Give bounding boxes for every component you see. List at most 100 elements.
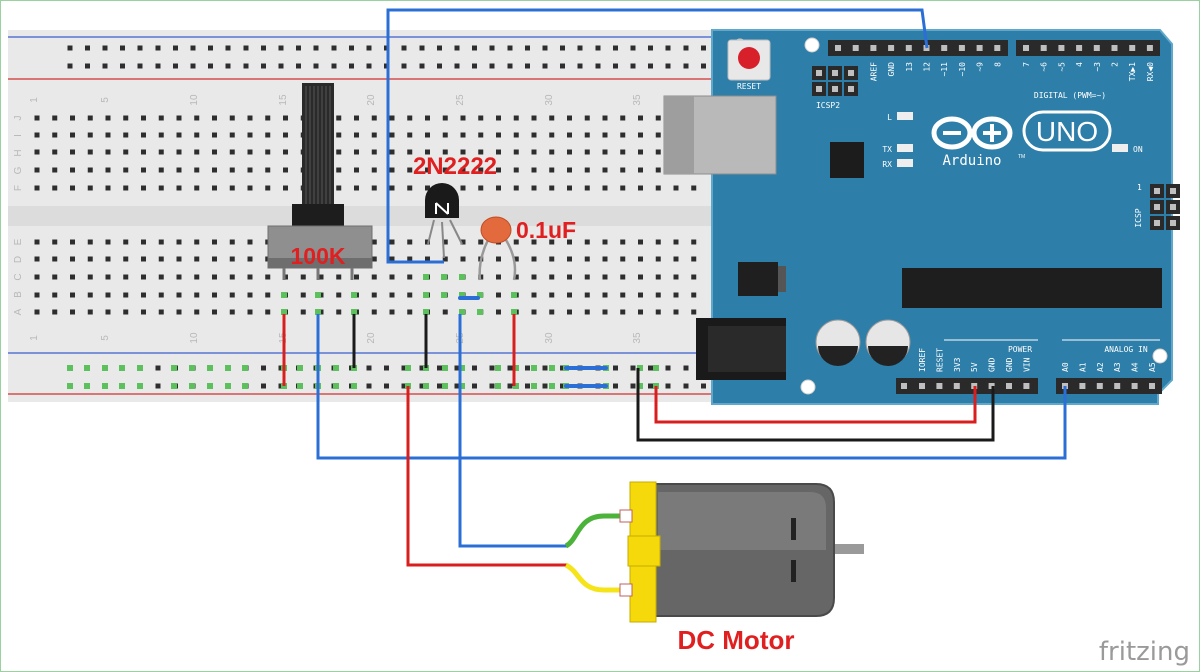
digital-pin	[1058, 45, 1065, 51]
breadboard-hole	[442, 115, 448, 121]
breadboard-hole	[371, 309, 377, 315]
breadboard-hole	[70, 239, 75, 245]
digital-pin	[1129, 45, 1136, 51]
rail-hole	[560, 45, 565, 51]
npn-icon	[435, 202, 449, 215]
breadboard-hole	[549, 149, 555, 155]
breadboard-hole	[425, 149, 430, 155]
connected-rail-hole	[225, 365, 231, 371]
breadboard-hole	[407, 149, 413, 155]
breadboard-hole	[620, 185, 626, 191]
digital-pin	[835, 45, 841, 51]
electrolytic-capacitor	[815, 319, 861, 366]
breadboard-hole	[584, 132, 590, 138]
rail-hole	[419, 45, 425, 51]
breadboard-hole	[567, 309, 572, 315]
rail-hole	[85, 63, 90, 69]
breadboard-hole	[496, 274, 501, 280]
column-number: 1	[29, 335, 40, 341]
rail-hole	[384, 365, 389, 371]
breadboard-hole	[34, 256, 40, 262]
breadboard-hole	[176, 239, 182, 245]
column-number: 35	[632, 332, 643, 344]
breadboard-hole	[158, 167, 164, 173]
connected-rail-hole	[495, 383, 501, 389]
breadboard-hole	[655, 167, 661, 173]
rail-hole	[366, 365, 372, 371]
connected-rail-hole	[637, 365, 643, 371]
connected-hole	[441, 274, 447, 280]
breadboard-hole	[638, 185, 643, 191]
breadboard-hole	[141, 149, 146, 155]
breadboard-hole	[496, 115, 501, 121]
breadboard-hole	[549, 309, 555, 315]
rail-hole	[454, 383, 460, 389]
column-number: 5	[100, 335, 111, 341]
wire-blue-pin12-base	[386, 8, 929, 264]
digital-pin-label: 13	[905, 62, 914, 72]
connected-rail-hole	[67, 365, 73, 371]
breadboard-hole	[52, 132, 58, 138]
breadboard-hole	[407, 309, 413, 315]
breadboard-hole	[105, 115, 111, 121]
breadboard-hole	[442, 132, 448, 138]
breadboard-hole	[567, 239, 572, 245]
rail-hole	[525, 63, 530, 69]
breadboard-hole	[194, 132, 200, 138]
breadboard-hole	[158, 292, 164, 298]
ceramic-capacitor: 0.1uF	[478, 216, 576, 281]
analog-pin	[1079, 383, 1086, 389]
breadboard-hole	[655, 185, 661, 191]
breadboard-hole	[531, 292, 537, 298]
breadboard-hole	[655, 274, 661, 280]
icsp2-pin-hole	[832, 70, 838, 76]
breadboard-hole	[407, 132, 413, 138]
breadboard-hole	[141, 309, 146, 315]
breadboard-hole	[52, 274, 58, 280]
connected-rail-hole	[531, 365, 537, 371]
rail-hole	[489, 365, 495, 371]
breadboard-hole	[584, 256, 590, 262]
breadboard-hole	[567, 115, 572, 121]
rail-hole	[613, 63, 618, 69]
motor-endcap-tab	[627, 535, 661, 567]
breadboard-hole	[229, 256, 235, 262]
breadboard-hole	[602, 132, 608, 138]
breadboard-hole	[371, 256, 377, 262]
breadboard-hole	[354, 132, 359, 138]
bottom-pin-holes	[901, 383, 1155, 389]
power-pin	[1006, 383, 1012, 389]
connected-rail-hole	[297, 365, 303, 371]
led-on-label: ON	[1133, 145, 1143, 154]
breadboard-hole	[389, 292, 395, 298]
connected-rail-hole	[653, 365, 659, 371]
rail-hole	[613, 383, 618, 389]
usb-chip	[830, 142, 864, 178]
rail-hole	[190, 63, 196, 69]
digital-pin	[958, 45, 965, 51]
breadboard-hole	[407, 256, 413, 262]
voltage-regulator	[738, 262, 778, 296]
icsp-pin-hole	[1154, 204, 1160, 210]
breadboard-hole	[141, 132, 146, 138]
rail-hole	[665, 383, 671, 389]
arduino-logo: UNO Arduino TM	[931, 110, 1112, 169]
breadboard-hole	[265, 132, 271, 138]
breadboard-hole	[194, 274, 200, 280]
electrolytic-capacitor	[865, 319, 911, 366]
breadboard-hole	[673, 274, 679, 280]
connected-hole	[511, 309, 517, 315]
breadboard-hole	[620, 149, 626, 155]
breadboard-hole	[407, 185, 413, 191]
digital-pin-label: ~9	[976, 62, 985, 72]
analog-pin-label: A4	[1131, 362, 1140, 372]
connected-rail-hole	[513, 383, 519, 389]
rail-hole	[489, 63, 495, 69]
capacitor-label: 0.1uF	[516, 217, 576, 243]
breadboard-hole	[34, 274, 40, 280]
digital-pin	[1111, 45, 1118, 51]
breadboard-hole	[229, 149, 235, 155]
rail-hole	[401, 45, 407, 51]
rail-hole	[331, 45, 337, 51]
analog-header	[1056, 378, 1162, 394]
